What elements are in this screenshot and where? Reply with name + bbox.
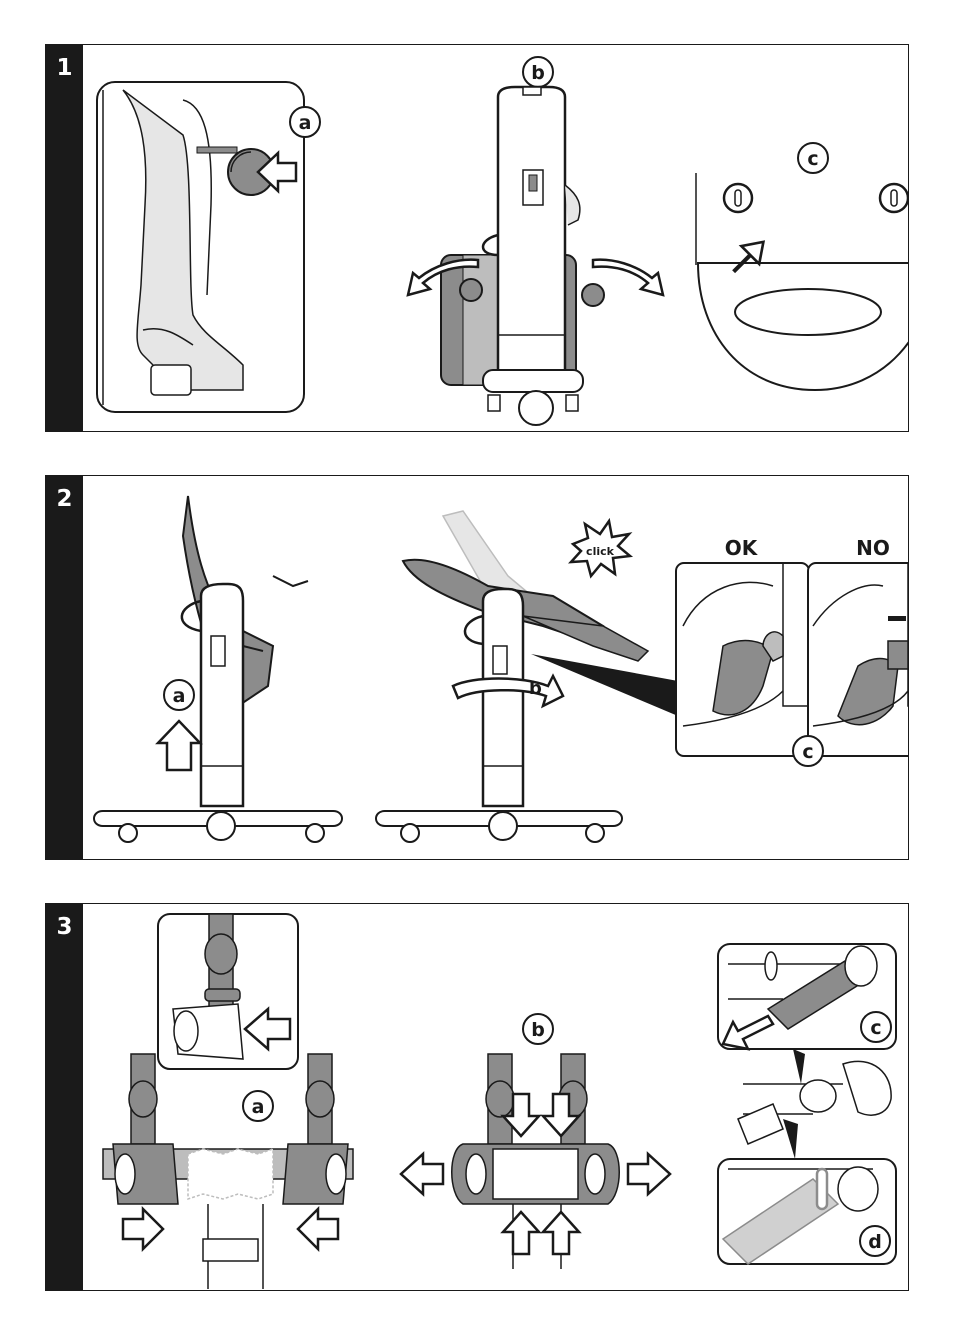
step-number: 1 xyxy=(46,55,83,81)
detail-2b: b click xyxy=(376,511,678,842)
step-1-panel: 1 a b xyxy=(45,44,909,432)
step-number-bar: 2 xyxy=(46,476,83,859)
label-b: b xyxy=(531,62,545,84)
click-label: click xyxy=(586,545,615,558)
detail-1b: b xyxy=(408,57,663,425)
detail-1c: c xyxy=(696,143,908,390)
label-c: c xyxy=(807,148,818,170)
ok-label: OK xyxy=(725,536,759,560)
label-d: d xyxy=(868,1231,882,1253)
label-c: c xyxy=(802,741,813,763)
detail-1a: a xyxy=(97,82,320,412)
label-a: a xyxy=(173,685,186,707)
detail-3a-inset xyxy=(158,914,298,1069)
step-number: 3 xyxy=(46,914,83,940)
label-b: b xyxy=(531,1019,545,1041)
detail-3b: b xyxy=(401,1014,670,1269)
no-label: NO xyxy=(856,536,890,560)
detail-2c: OK NO c xyxy=(676,536,908,766)
step-1-illustration: a b c xyxy=(83,45,908,431)
detail-3c: c xyxy=(718,944,896,1159)
label-c: c xyxy=(870,1017,881,1039)
step-number-bar: 1 xyxy=(46,45,83,431)
step-number-bar: 3 xyxy=(46,904,83,1290)
step-2-panel: 2 a xyxy=(45,475,909,860)
detail-3d: d xyxy=(718,1159,896,1264)
label-a: a xyxy=(252,1096,265,1118)
label-b: b xyxy=(529,678,542,699)
step-number: 2 xyxy=(46,486,83,512)
label-a: a xyxy=(299,112,312,134)
detail-3a: a xyxy=(103,1054,353,1289)
step-3-illustration: a b xyxy=(83,904,908,1290)
detail-2a: a xyxy=(94,496,342,842)
step-2-illustration: a b click OK NO xyxy=(83,476,908,859)
step-3-panel: 3 a xyxy=(45,903,909,1291)
